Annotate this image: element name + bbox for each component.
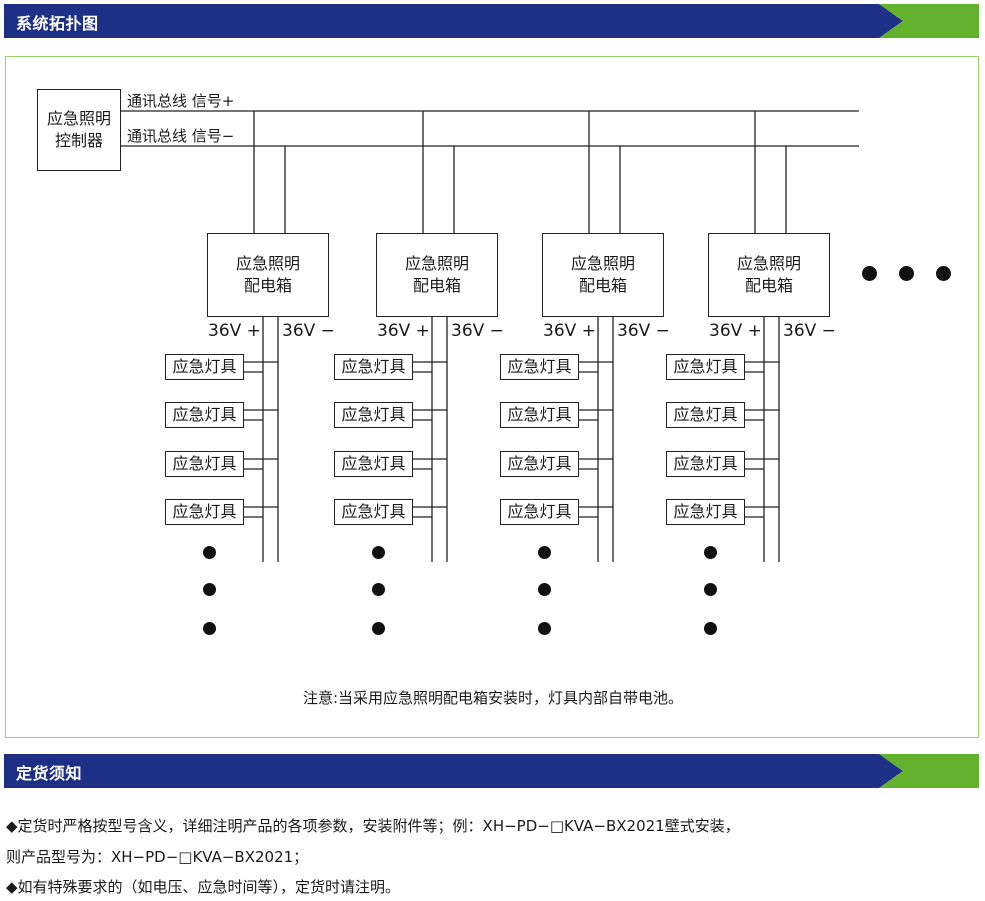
distribution-box-label-line1: 应急照明 [736, 254, 801, 273]
emergency-lamp: 应急灯具 [165, 451, 244, 477]
more-lamps-dot [704, 622, 717, 635]
voltage-plus-label: 36V + [377, 321, 430, 341]
bus-plus-label: 通讯总线 信号+ [127, 92, 235, 110]
voltage-minus-label: 36V − [783, 321, 836, 341]
distribution-box-label-line2: 配电箱 [744, 276, 793, 295]
distribution-box-label-line1: 应急照明 [570, 254, 635, 273]
emergency-lamp: 应急灯具 [500, 402, 579, 428]
more-lamps-dot [538, 583, 551, 596]
distribution-box: 应急照明配电箱 [708, 233, 830, 317]
distribution-box-label-line1: 应急照明 [235, 254, 300, 273]
topology-diagram-frame: 应急照明 控制器 通讯总线 信号+ 通讯总线 信号− 应急照明配电箱 36V + 3… [5, 56, 979, 738]
topology-section-title: 系统拓扑图 [16, 14, 99, 33]
emergency-lamp: 应急灯具 [500, 451, 579, 477]
emergency-lamp: 应急灯具 [334, 354, 413, 380]
controller-label-line2: 控制器 [54, 131, 103, 150]
order-note-1: ◆定货时严格按型号含义，详细注明产品的各项参数，安装附件等；例：XH−PD−□K… [6, 817, 740, 835]
voltage-minus-label: 36V − [282, 321, 335, 341]
more-boxes-dot [936, 266, 951, 281]
emergency-lamp: 应急灯具 [165, 402, 244, 428]
emergency-lighting-controller: 应急照明 控制器 [37, 89, 121, 171]
emergency-lamp: 应急灯具 [500, 354, 579, 380]
wiring-lines [118, 110, 859, 562]
distribution-box-label-line2: 配电箱 [412, 276, 461, 295]
emergency-lamp: 应急灯具 [165, 354, 244, 380]
more-boxes-dot [899, 266, 914, 281]
voltage-plus-label: 36V + [709, 321, 762, 341]
more-lamps-dot [538, 546, 551, 559]
more-lamps-dot [203, 622, 216, 635]
voltage-minus-label: 36V − [451, 321, 504, 341]
more-lamps-dot [538, 622, 551, 635]
order-section-title: 定货须知 [16, 764, 83, 783]
voltage-plus-label: 36V + [543, 321, 596, 341]
emergency-lamp: 应急灯具 [334, 402, 413, 428]
order-note-2: 则产品型号为：XH−PD−□KVA−BX2021； [6, 848, 309, 866]
controller-label-line1: 应急照明 [46, 109, 111, 128]
more-boxes-dot [862, 266, 877, 281]
more-lamps-dot [203, 546, 216, 559]
topology-section-header: 系统拓扑图 [4, 4, 979, 38]
order-section-header: 定货须知 [4, 754, 979, 788]
voltage-minus-label: 36V − [617, 321, 670, 341]
header-banner-shape [4, 4, 979, 38]
distribution-box-label-line2: 配电箱 [243, 276, 292, 295]
installation-note: 注意:当采用应急照明配电箱安装时，灯具内部自带电池。 [302, 689, 684, 707]
more-lamps-dot [372, 546, 385, 559]
emergency-lamp: 应急灯具 [666, 451, 745, 477]
order-note-3: ◆如有特殊要求的（如电压、应急时间等），定货时请注明。 [6, 878, 401, 896]
more-lamps-dot [203, 583, 216, 596]
emergency-lamp: 应急灯具 [334, 451, 413, 477]
emergency-lamp: 应急灯具 [666, 499, 745, 525]
more-lamps-dot [704, 583, 717, 596]
distribution-box: 应急照明配电箱 [542, 233, 664, 317]
voltage-plus-label: 36V + [208, 321, 261, 341]
bus-minus-label: 通讯总线 信号− [127, 127, 235, 145]
emergency-lamp: 应急灯具 [666, 402, 745, 428]
more-lamps-dot [372, 622, 385, 635]
header-banner-shape [4, 754, 979, 788]
emergency-lamp: 应急灯具 [165, 499, 244, 525]
emergency-lamp: 应急灯具 [666, 354, 745, 380]
distribution-box: 应急照明配电箱 [207, 233, 329, 317]
distribution-box-label-line2: 配电箱 [578, 276, 627, 295]
more-lamps-dot [704, 546, 717, 559]
emergency-lamp: 应急灯具 [334, 499, 413, 525]
distribution-box-label-line1: 应急照明 [404, 254, 469, 273]
more-lamps-dot [372, 583, 385, 596]
distribution-box: 应急照明配电箱 [376, 233, 498, 317]
emergency-lamp: 应急灯具 [500, 499, 579, 525]
